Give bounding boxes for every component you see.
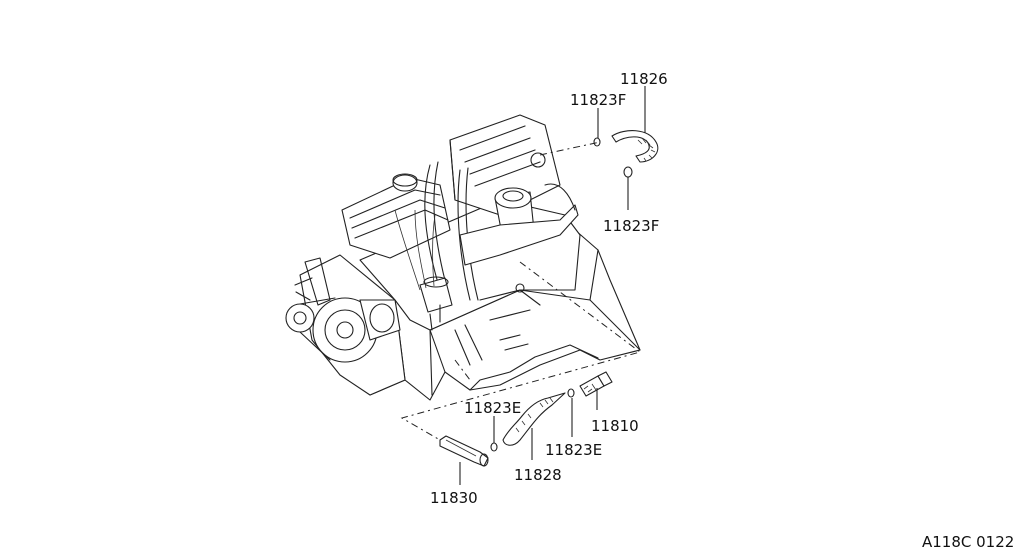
pcv-valve-11810 — [579, 371, 613, 397]
clamp-11823f-bottom — [623, 166, 633, 178]
label-11823e-right: 11823E — [545, 441, 602, 459]
phantom-lines — [400, 141, 642, 441]
hose-11826 — [611, 130, 659, 163]
part-labels: 11826 11823F 11823F 11823E 11810 11823E … — [430, 70, 668, 507]
label-11823f-top: 11823F — [570, 91, 626, 109]
label-11810: 11810 — [591, 417, 639, 435]
label-11830: 11830 — [430, 489, 478, 507]
clamp-11823e-left — [490, 442, 498, 452]
leader-lines — [459, 86, 646, 485]
clamp-11823e-right — [567, 388, 575, 398]
figure-code: A118C 0122 — [922, 533, 1014, 551]
label-11823f-bottom: 11823F — [603, 217, 659, 235]
engine-assembly — [285, 114, 641, 401]
clamp-11823f-top — [593, 137, 601, 147]
label-11823e-left: 11823E — [464, 399, 521, 417]
label-11828: 11828 — [514, 466, 562, 484]
tube-11830 — [439, 435, 489, 467]
hose-11828 — [502, 392, 566, 446]
label-11826: 11826 — [620, 70, 668, 88]
